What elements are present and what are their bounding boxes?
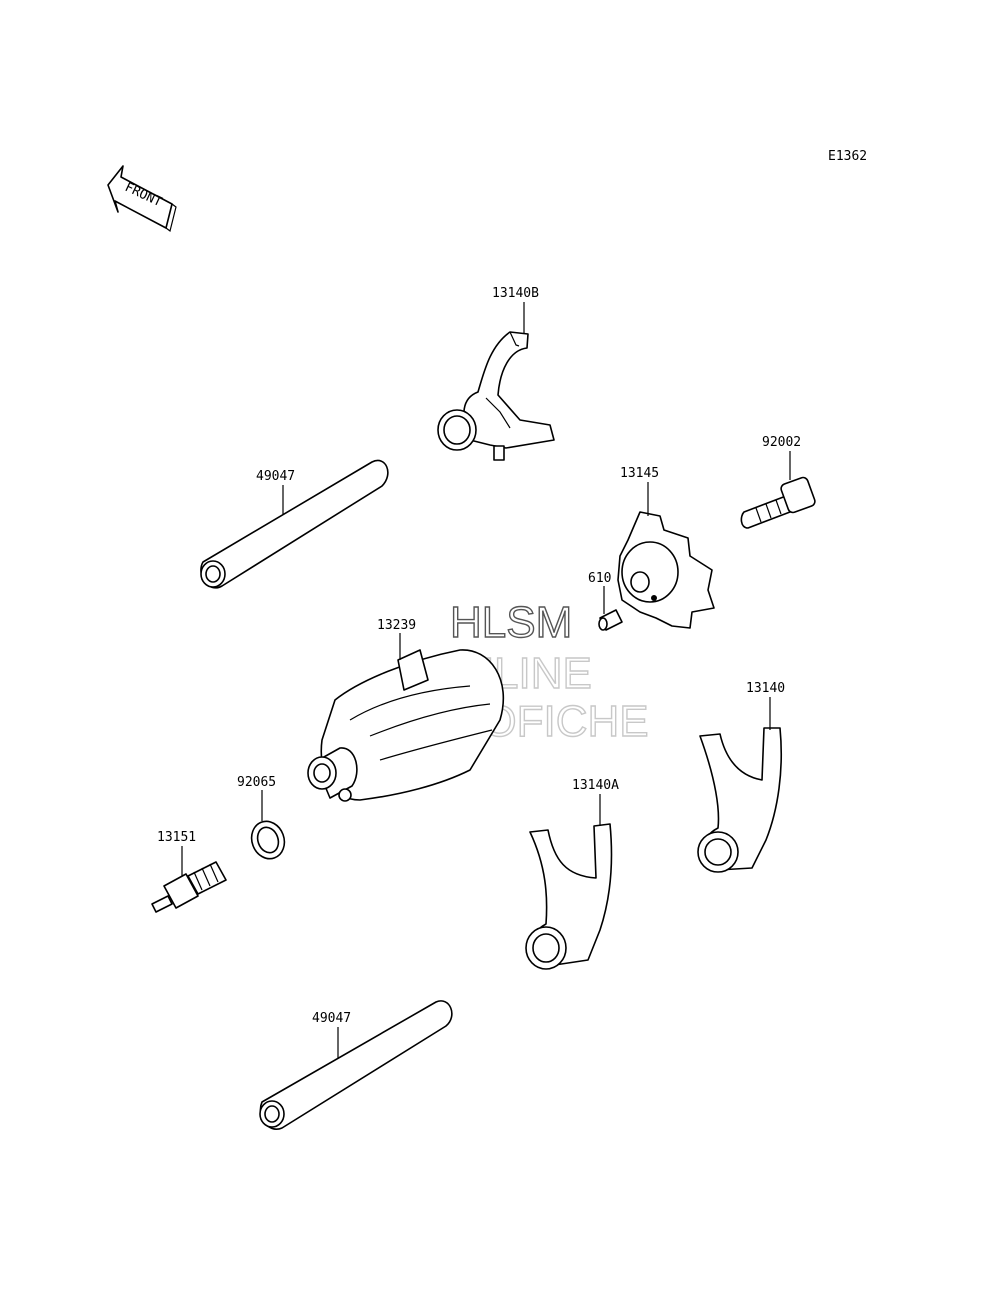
shift-fork: 13140 [697,681,785,873]
label-13151: 13151 [157,830,196,845]
shaft-lower: 49047 [259,1000,453,1130]
label-92002: 92002 [762,435,801,450]
shift-drum: 13239 [307,618,505,802]
washer: 92065 [237,775,286,860]
shift-fork-a: 13140A [525,778,619,970]
drum-cam: 13145 [617,466,715,629]
label-49047-upper: 49047 [256,469,295,484]
label-13140: 13140 [746,681,785,696]
label-13140a: 13140A [572,778,619,793]
label-610: 610 [588,571,611,586]
shift-fork-b: 13140B [437,286,555,461]
shaft-upper: 49047 [200,459,389,589]
label-49047-lower: 49047 [312,1011,351,1026]
diagram-code: E1362 [828,149,867,164]
label-92065: 92065 [237,775,276,790]
watermark-line1: HLSM [450,598,572,647]
neutral-switch: 13151 [151,830,227,913]
label-13239: 13239 [377,618,416,633]
label-13140b: 13140B [492,286,539,301]
pin: 610 [588,571,623,631]
bolt: 92002 [740,435,816,529]
front-arrow-icon: FRONT [107,165,177,233]
label-13145: 13145 [620,466,659,481]
